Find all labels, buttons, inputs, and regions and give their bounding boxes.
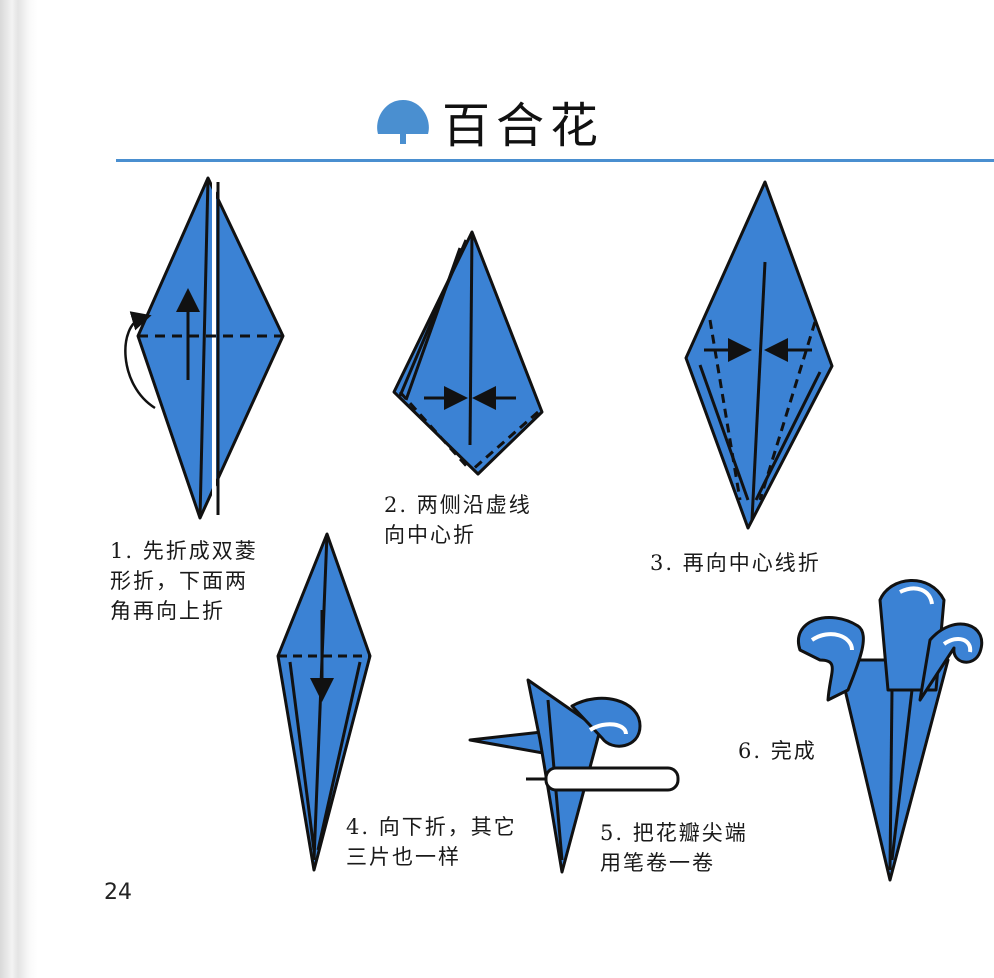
page-header: 百合花	[372, 86, 604, 156]
page-title: 百合花	[442, 98, 605, 154]
step1-caption: 1. 先折成双菱 形折，下面两 角再向上折	[110, 539, 258, 623]
title-divider	[116, 159, 994, 162]
page-number: 24	[104, 880, 132, 905]
step2-diagram	[392, 230, 544, 476]
step5-caption: 5. 把花瓣尖端 用笔卷一卷	[600, 821, 748, 875]
step3-diagram	[684, 180, 834, 530]
step3-caption: 3. 再向中心线折	[650, 551, 821, 575]
tree-icon	[377, 100, 429, 144]
step5-diagram	[468, 678, 680, 874]
step4-caption: 4. 向下折，其它 三片也一样	[346, 815, 517, 869]
step6-caption: 6. 完成	[738, 739, 817, 763]
step2-caption: 2. 两侧沿虚线 向中心折	[384, 493, 532, 547]
book-spine	[0, 0, 38, 978]
step6-diagram	[796, 579, 984, 882]
step1-diagram	[124, 176, 285, 520]
step4-diagram	[276, 532, 372, 872]
